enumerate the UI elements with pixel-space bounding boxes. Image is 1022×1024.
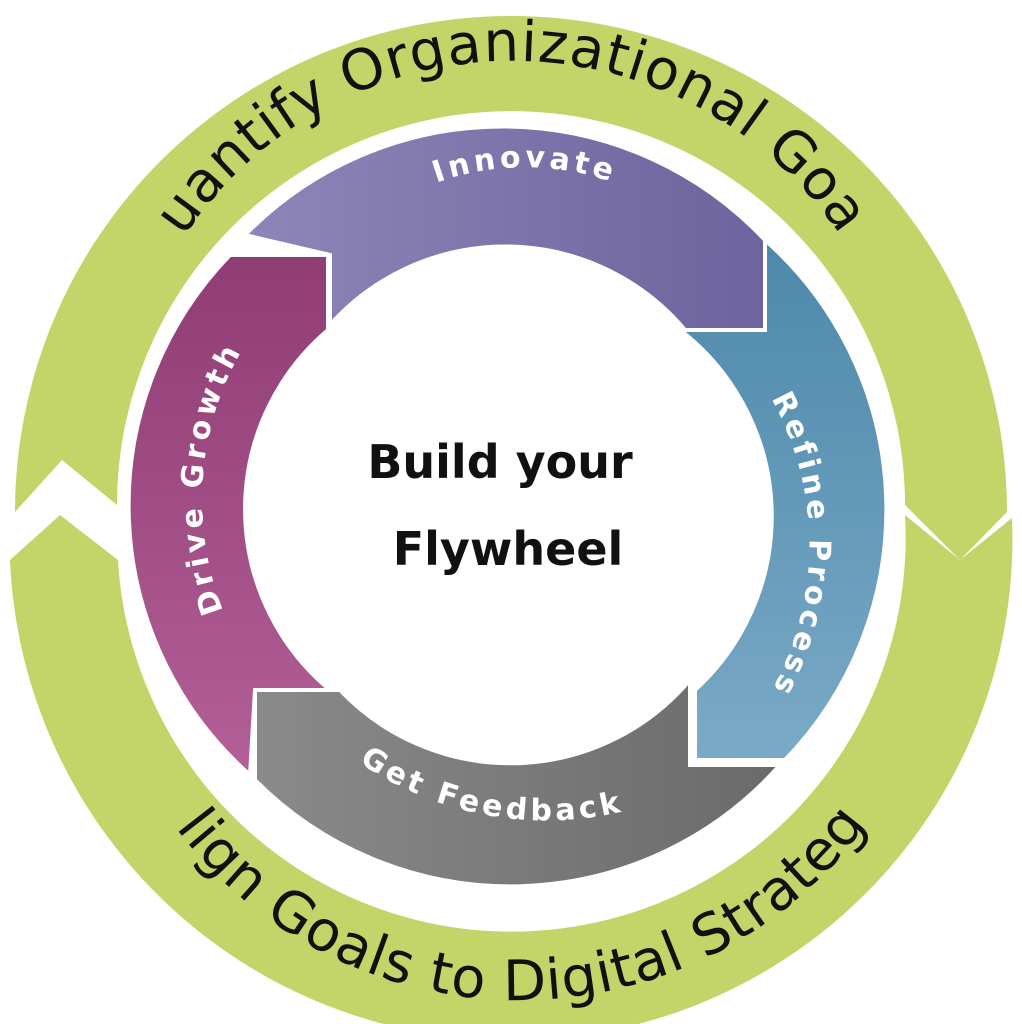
center-circle [268, 278, 732, 742]
center-title-line1: Build your [367, 435, 633, 489]
outer-ring-top-arc [15, 16, 1007, 560]
center-title-line2: Flywheel [393, 522, 624, 576]
segment-refine-process [674, 235, 889, 762]
segment-get-feedback [253, 674, 785, 889]
segment-drive-growth [126, 253, 336, 780]
outer-ring-bottom-arc [10, 515, 1013, 1024]
